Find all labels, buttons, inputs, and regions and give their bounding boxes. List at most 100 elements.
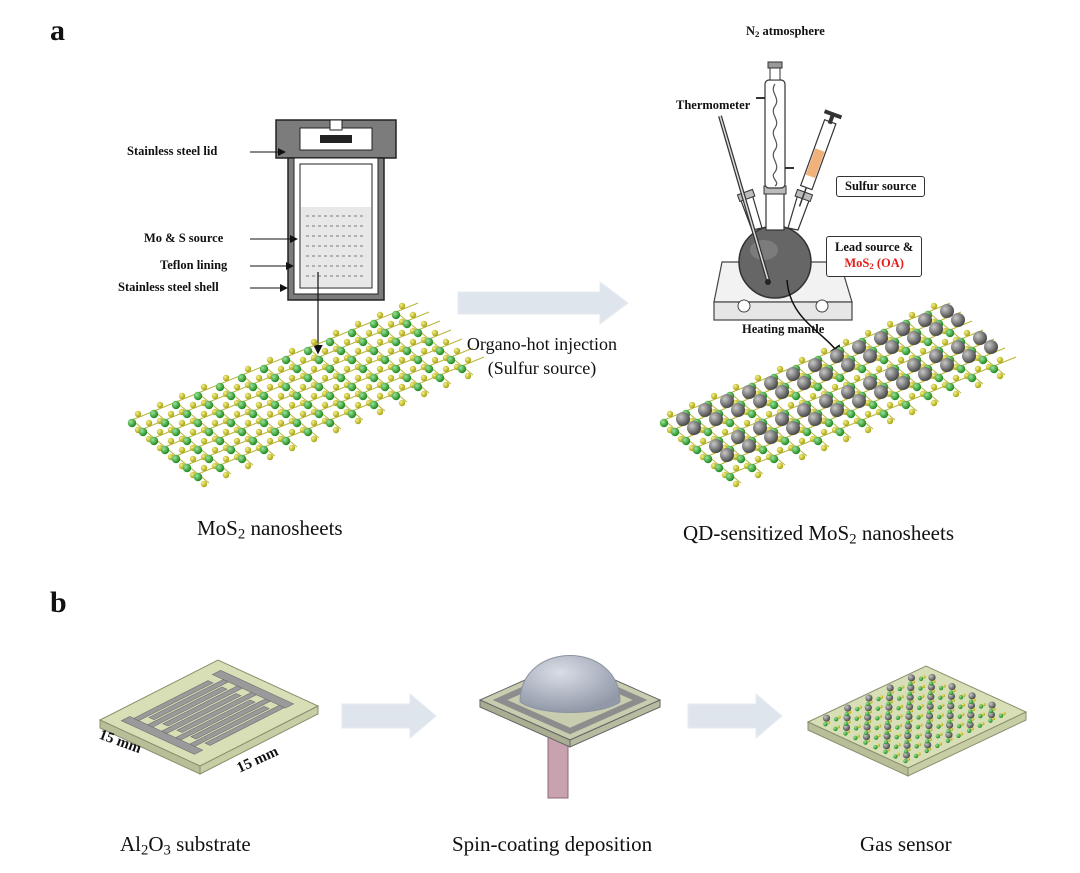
sulfur-atom: [820, 428, 828, 436]
mo-atom: [989, 364, 999, 374]
mo-atom: [894, 734, 899, 740]
mo-atom: [160, 418, 170, 428]
mo-atom: [303, 400, 313, 410]
sulfur-atom: [688, 401, 696, 409]
sulfur-atom: [464, 372, 472, 380]
process-arrow-b1: [341, 692, 437, 740]
mo-atom: [926, 719, 931, 725]
sulfur-atom: [222, 455, 230, 463]
mo-atom: [303, 373, 313, 383]
mo-atom: [938, 695, 943, 700]
electrode-finger: [211, 669, 295, 709]
mo-atom: [259, 364, 269, 374]
sulfur-atom: [409, 365, 417, 373]
bond: [428, 329, 452, 340]
sulfur-atom: [941, 338, 949, 346]
electrode-finger: [162, 685, 243, 727]
mo-atom: [391, 391, 401, 401]
injection-caption: Organo-hot injection (Sulfur source): [436, 332, 648, 380]
sulfur-atom: [420, 374, 428, 382]
sulfur-atom: [898, 733, 902, 737]
sulfur-atom: [376, 365, 384, 373]
mo-atom: [914, 744, 919, 749]
sulfur-atom: [900, 694, 904, 699]
mo-atom: [958, 695, 964, 700]
sulfur-atom: [1002, 712, 1006, 716]
mo-atom: [369, 373, 379, 383]
flask-apparatus: [713, 61, 853, 358]
sulfur-atom: [897, 356, 905, 364]
sulfur-atom: [266, 453, 274, 461]
mo-atom: [945, 738, 951, 744]
sulfur-atom: [288, 347, 296, 355]
mo-atom: [908, 681, 913, 687]
sulfur-atom: [167, 410, 175, 418]
sulfur-atom: [156, 428, 164, 436]
sulfur-atom: [277, 392, 285, 400]
sulfur-atom: [920, 704, 924, 708]
mo-atom: [380, 328, 390, 338]
sulfur-atom: [853, 374, 861, 382]
mo-atom: [913, 753, 919, 759]
sulfur-atom: [453, 347, 461, 355]
quantum-dot: [940, 304, 954, 318]
sulfur-atom: [879, 695, 884, 699]
mo-atom: [843, 721, 849, 726]
mo-atom: [833, 726, 838, 731]
sulfur-atom: [765, 410, 773, 418]
sulfur-atom: [939, 723, 944, 727]
sulfur-atom: [200, 464, 208, 472]
sulfur-atom: [178, 419, 186, 427]
sulfur-atom: [365, 329, 373, 337]
mo-atom: [936, 724, 941, 729]
quantum-dot: [945, 721, 954, 729]
mo-atom: [325, 337, 335, 347]
mo-atom: [204, 427, 214, 437]
mo-atom: [868, 400, 878, 410]
quantum-dot: [819, 367, 833, 381]
mo-atom: [347, 355, 357, 365]
caption-spin-coating: Spin-coating deposition: [452, 832, 653, 856]
mo-atom: [886, 701, 891, 706]
quantum-dot: [874, 385, 888, 399]
gas-sensor: [806, 665, 1028, 777]
sulfur-atom: [798, 437, 806, 445]
sulfur-atom: [959, 732, 964, 736]
bond: [406, 311, 430, 322]
sulfur-atom: [754, 471, 762, 479]
mo-atom: [905, 729, 910, 735]
sulfur-atom: [952, 374, 960, 382]
mo-atom: [895, 715, 901, 721]
mo-atom: [347, 328, 357, 338]
mo-atom: [906, 700, 912, 706]
mo-atom: [215, 409, 225, 419]
mo-atom: [875, 716, 880, 721]
sulfur-atom: [776, 446, 784, 454]
mo-atom: [998, 713, 1004, 718]
mo-atom: [226, 418, 236, 428]
sulfur-atom: [321, 401, 329, 409]
quantum-dot: [731, 403, 745, 417]
quantum-dot: [918, 313, 932, 327]
mo-atom: [215, 463, 225, 473]
sulfur-atom: [409, 338, 417, 346]
mo-atom: [703, 454, 713, 464]
sulfur-atom: [798, 356, 806, 364]
quantum-dot: [830, 349, 844, 363]
sulfur-atom: [858, 715, 862, 719]
quantum-dot: [926, 702, 934, 710]
sulfur-atom: [864, 410, 872, 418]
quantum-dot: [945, 731, 953, 739]
mo-atom: [336, 346, 346, 356]
mo-atom: [413, 382, 423, 392]
sulfur-atom: [321, 347, 329, 355]
quantum-dot: [808, 412, 822, 426]
quantum-dot: [967, 711, 975, 719]
sulfur-atom: [332, 356, 340, 364]
mo-atom: [692, 445, 702, 455]
quantum-dot: [863, 349, 877, 363]
injection-caption-line1: Organo-hot injection: [466, 334, 618, 354]
quantum-dot: [797, 376, 811, 390]
mo-atom: [903, 749, 909, 754]
mo-atom: [435, 346, 445, 356]
